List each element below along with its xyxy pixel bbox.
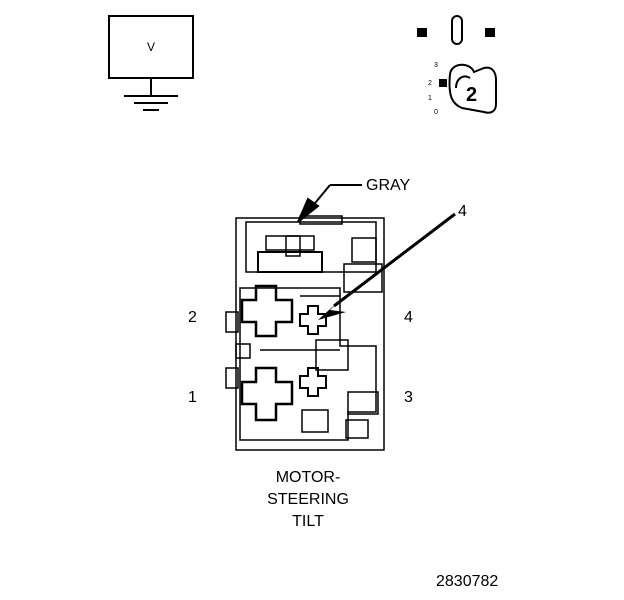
pin-label-1: 1 (188, 389, 197, 406)
ignition-key-icon (448, 63, 497, 114)
figure-number: 2830782 (436, 573, 499, 590)
switch-contact-left (417, 28, 427, 37)
terminal-2-cavity (240, 284, 294, 338)
right-housing-block (343, 263, 383, 293)
connector-title-line-3: TILT (292, 513, 324, 530)
terminal-4-leader-line (333, 212, 456, 308)
key-position-1: 1 (428, 95, 432, 102)
left-lock-tab-bottom (225, 367, 239, 389)
left-key-notch (235, 343, 251, 359)
key-pointer (439, 79, 447, 87)
gray-wire-tab (299, 215, 343, 225)
right-bottom-latch (345, 419, 369, 439)
pin-label-4: 4 (404, 309, 413, 326)
key-curve (455, 75, 471, 89)
left-lock-tab-top (225, 311, 239, 333)
connector-title-line-1: MOTOR- (275, 469, 341, 486)
voltmeter-symbol (108, 15, 194, 111)
terminal-1-cavity (240, 366, 294, 422)
connector-title: MOTOR- STEERING TILT (248, 467, 368, 533)
keying-block (351, 237, 377, 263)
ignition-switch-icon (417, 15, 497, 114)
connector-outline (235, 217, 385, 451)
center-divider (315, 339, 349, 371)
connector-body (239, 287, 377, 441)
gray-wire-label: GRAY (366, 177, 411, 194)
pin-label-3: 3 (404, 389, 413, 406)
key-position-2: 2 (428, 80, 432, 87)
voltmeter-label: V (146, 40, 155, 54)
bottom-center-block (301, 409, 329, 433)
callout-number: 4 (458, 203, 467, 220)
terminal-4-cavity (299, 305, 327, 335)
terminal-3-cavity (299, 367, 327, 397)
key-position-0: 0 (434, 109, 438, 116)
connector-face (225, 215, 385, 451)
ignition-key-value: 2 (466, 84, 478, 106)
top-latch (257, 251, 323, 273)
latch-window (265, 235, 315, 251)
latch-tab (285, 235, 301, 257)
switch-slot (451, 15, 463, 45)
switch-contact-right (485, 28, 495, 37)
right-lower-block (347, 391, 379, 415)
key-position-3: 3 (434, 62, 438, 69)
terminal-4-arrowhead (318, 300, 346, 320)
terminal-4-callout (318, 212, 456, 320)
connector-title-line-2: STEERING (267, 491, 349, 508)
pin-label-2: 2 (188, 309, 197, 326)
